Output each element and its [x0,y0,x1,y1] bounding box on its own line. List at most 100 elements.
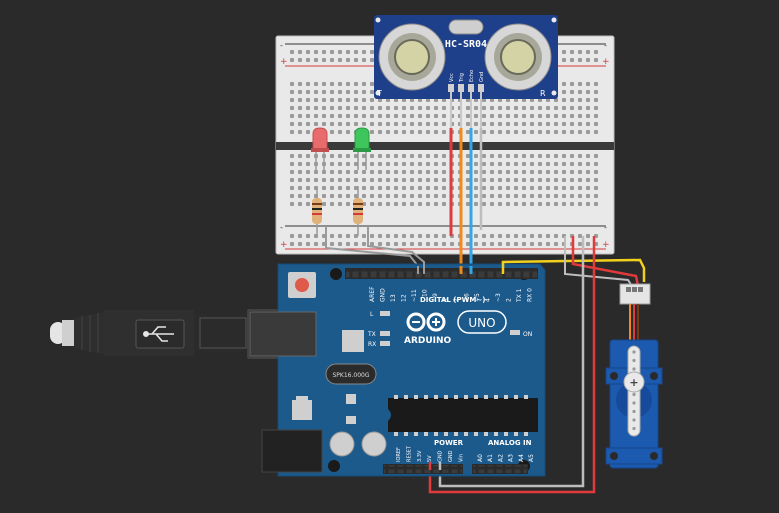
pin-label: 12 [401,294,408,302]
horn-hole [632,409,636,414]
chip-leg [504,395,508,399]
resistor-red-led[interactable] [312,186,322,236]
ultrasonic-sensor[interactable]: HC-SR04 T R Vcc Trig Echo Gnd [374,15,558,128]
pin-label: 5V [427,455,433,462]
pin-label: A5 [528,454,535,462]
wire-arduino-5v [428,236,596,494]
voltage-regulator [292,400,312,420]
chip-leg [484,432,488,436]
usb-port [249,311,317,357]
rail-minus-label: - [280,41,283,50]
pin-label: Vin [458,454,464,462]
chip-leg [494,432,498,436]
pin-label: ~5 [474,293,481,302]
pin-label: A3 [508,454,515,462]
chip-leg [514,432,518,436]
pin-label: ~9 [432,293,439,302]
power-jack[interactable] [261,429,323,473]
wire-rail-gnd [564,236,633,287]
chip-leg [444,395,448,399]
pin-label: ~11 [411,289,418,302]
chip-leg [424,432,428,436]
horn-hole [632,401,636,405]
reset-button[interactable] [288,272,316,298]
chip-leg [454,432,458,436]
horn-hole [632,358,636,363]
crystal-oscillator [448,19,484,35]
chip-leg [454,395,458,399]
pin-label: IOREF [396,447,402,462]
pin-label: 13 [390,294,397,302]
pin-label: 3.3V [417,450,423,462]
servo-plus-icon: + [629,376,638,389]
wire-rail-5v [571,236,640,287]
chip-leg [504,432,508,436]
svg-text:L: L [370,311,374,318]
transducer-right [484,23,552,91]
arduino-logo [406,312,446,332]
pin-label: AREF [369,286,376,302]
sensor-corner-t: T [376,89,382,98]
horn-hole [632,367,636,371]
chip-leg [404,395,408,399]
pin-label: GND [438,450,444,462]
svg-text:-: - [604,223,607,232]
chip-leg [494,395,498,399]
pin-label-gnd: Gnd [479,72,485,82]
digital-label: DIGITAL (PWM~) [420,296,485,304]
crystal [325,363,377,385]
svg-text:-: - [280,223,283,232]
chip-leg [524,432,528,436]
usb-icon [135,319,185,349]
pin-label: ~10 [422,289,429,302]
pin-label: A4 [518,454,525,462]
pin-label: ~6 [464,293,471,302]
sensor-corner-r: R [540,89,546,98]
chip-leg [424,395,428,399]
pin-label: A2 [497,454,504,462]
rail-plus-label: + [280,57,288,67]
svg-text:TX: TX [367,331,376,338]
horn-hole [632,418,636,422]
pin-label: 2 [506,298,513,302]
pin-label-trig: Trig [459,73,465,83]
svg-text:+: + [280,240,288,250]
horn-hole [632,350,636,354]
chip-leg [464,395,468,399]
red-led[interactable] [311,127,329,170]
horn-hole [632,392,636,397]
svg-text:SPK16.000G: SPK16.000G [332,372,369,379]
pin-label: A0 [477,454,484,462]
wire-arduino-gnd [438,236,585,488]
chip-leg [484,395,488,399]
chip-leg [464,432,468,436]
pin-label: 8 [443,298,450,302]
green-led[interactable] [353,127,371,170]
svg-text:-: - [604,41,607,50]
chip-leg [444,432,448,436]
pin-label: 7 [453,298,460,302]
chip-leg [434,432,438,436]
atmega-chip [388,395,538,436]
servo-motor[interactable]: + [605,283,663,469]
chip-leg [434,395,438,399]
pin-label: A1 [487,454,494,462]
pin-label: ~3 [495,293,502,302]
pin-label-echo: Echo [469,70,475,82]
pin-label: GND [380,288,387,302]
horn-hole [632,426,636,431]
model-label: UNO [468,316,495,330]
resistor-green-led[interactable] [353,186,363,236]
chip-leg [394,395,398,399]
chip-leg [414,432,418,436]
analog-label: ANALOG IN [488,439,532,447]
pin-label: 4 [485,298,492,302]
svg-text:ON: ON [523,331,532,338]
capacitor-1 [329,431,355,457]
pin-label: GND [448,450,454,462]
transducer-left [378,23,446,91]
svg-text:+: + [602,57,610,67]
svg-text:+: + [602,240,610,250]
